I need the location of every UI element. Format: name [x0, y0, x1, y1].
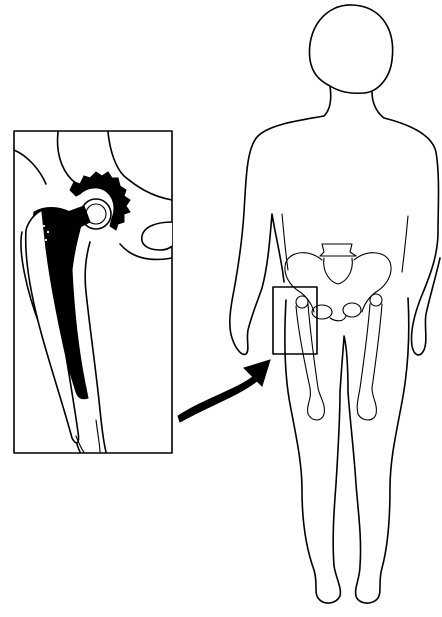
- head: [309, 5, 392, 93]
- lumbar-vertebra: [320, 244, 356, 256]
- body-outline: [230, 5, 440, 603]
- right-ilium: [354, 253, 391, 312]
- left-femoral-head: [296, 296, 308, 308]
- sacrum: [324, 258, 353, 284]
- right-obturator: [343, 303, 361, 317]
- obturator-foramen: [142, 222, 172, 250]
- left-obturator: [312, 305, 332, 319]
- hip-prosthesis-inset: [14, 131, 172, 453]
- hip-highlight-box: [273, 287, 317, 354]
- right-femoral-head: [370, 294, 382, 306]
- callout-arrow: [178, 360, 270, 422]
- torso-and-arms: [230, 86, 331, 354]
- pelvis-skeleton: [285, 244, 391, 420]
- right-femur: [357, 304, 382, 420]
- arrow-shaft: [178, 376, 257, 422]
- left-femur: [296, 304, 324, 420]
